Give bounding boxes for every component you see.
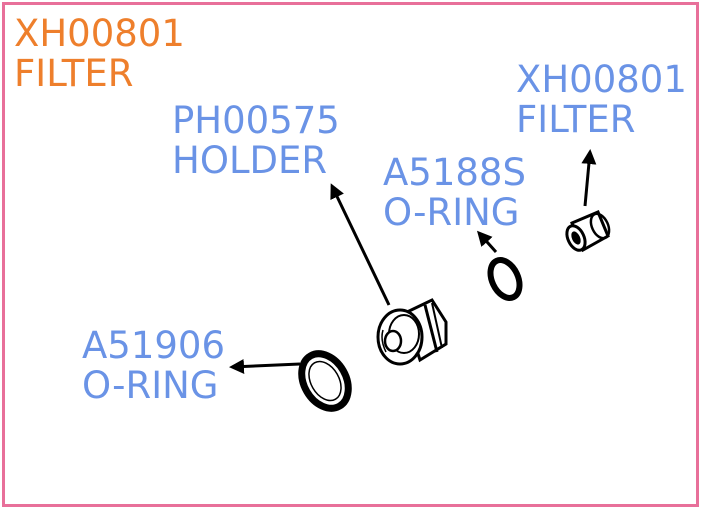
holder-icon (376, 298, 448, 366)
oring-small-code: A5188S (383, 151, 526, 194)
oring-small-name: O-RING (383, 191, 520, 234)
filter-code: XH00801 (516, 58, 687, 101)
holder-name: HOLDER (172, 139, 328, 182)
arrow-filter (581, 149, 597, 207)
small-oring-icon (487, 257, 523, 301)
diagram-title: XH00801 FILTER (14, 14, 185, 94)
arrow-oring-small (476, 230, 498, 254)
arrow-oring-large (229, 358, 301, 374)
title-name: FILTER (14, 52, 134, 95)
label-holder: PH00575 HOLDER (172, 101, 340, 181)
oring-large-name: O-RING (82, 364, 219, 407)
large-oring-icon (298, 350, 352, 412)
holder-code: PH00575 (172, 99, 340, 142)
oring-large-code: A51906 (82, 324, 226, 367)
arrow-holder (330, 183, 391, 306)
filter-icon (565, 210, 611, 253)
title-code: XH00801 (14, 12, 185, 55)
label-oring-small: A5188S O-RING (383, 153, 526, 233)
label-filter: XH00801 FILTER (516, 60, 687, 140)
label-oring-large: A51906 O-RING (82, 326, 225, 406)
filter-name: FILTER (516, 98, 636, 141)
diagram-border (2, 2, 699, 507)
